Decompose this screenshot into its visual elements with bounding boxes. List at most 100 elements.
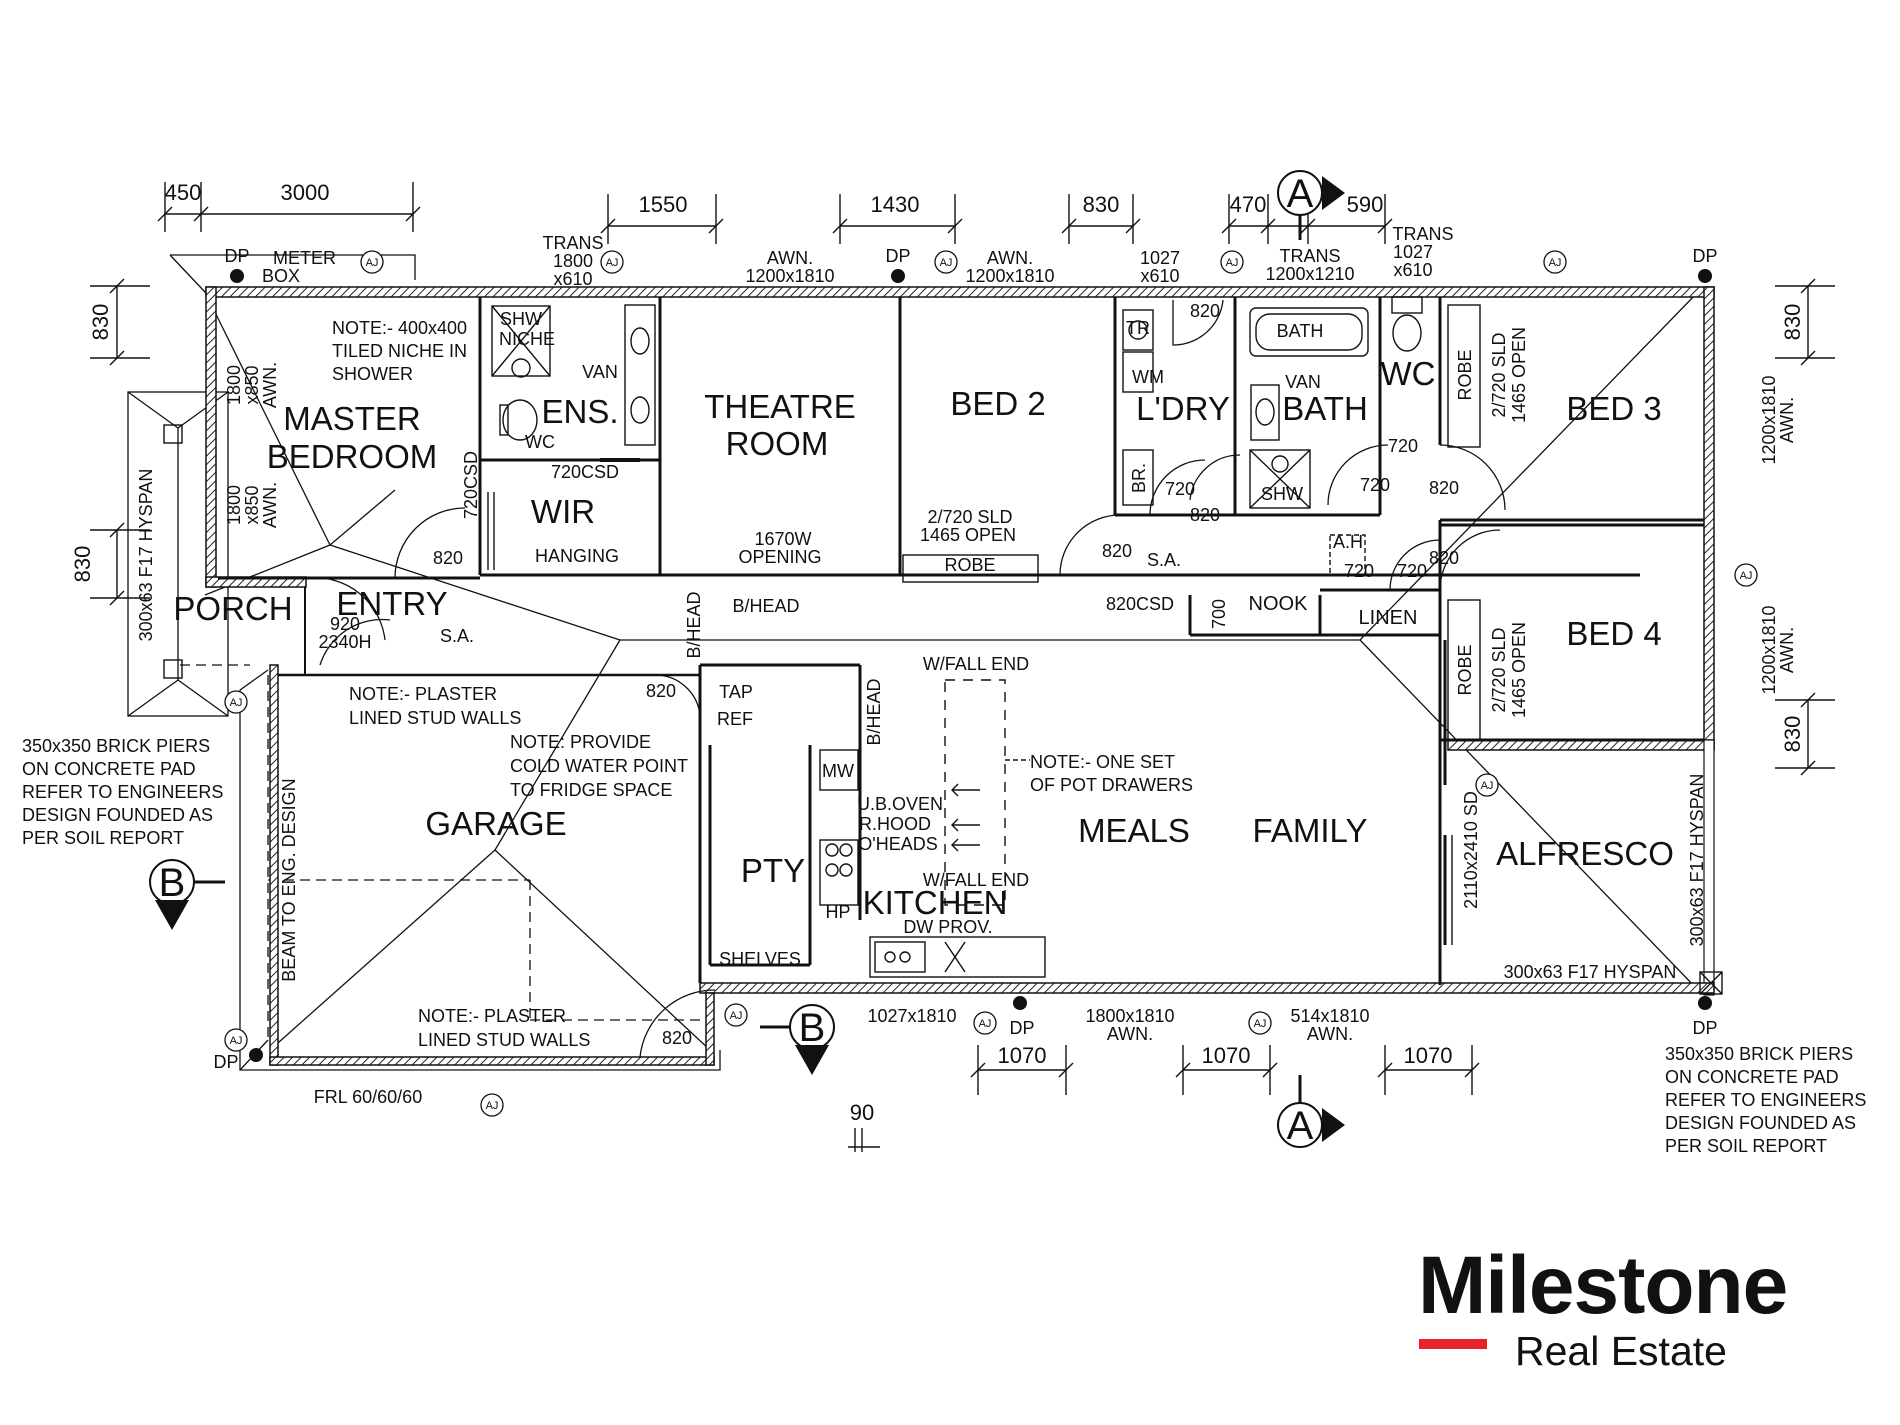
section-b-left-label: B <box>159 861 186 905</box>
aj-label: AJ <box>1549 257 1562 269</box>
fixture-labels: SHW NICHE VAN WC 720CSD HANGING 720CSD 1… <box>136 301 1707 1107</box>
section-markers: A A B B <box>149 170 1345 1148</box>
beam-label: BEAM TO ENG. DESIGN <box>279 778 299 981</box>
shower-niche-label: SHW <box>500 309 542 329</box>
air-handler-label: A.H <box>1333 532 1363 552</box>
aj-label: AJ <box>1481 780 1494 792</box>
logo-accent-bar <box>1419 1339 1487 1349</box>
window-1800-bottom: 1800x1810 <box>1085 1006 1174 1026</box>
opening-label: OPENING <box>738 547 821 567</box>
bathtub-label: BATH <box>1277 321 1324 341</box>
hotplate-label: HP <box>825 902 850 922</box>
window-trans-1027: TRANS <box>1392 224 1453 244</box>
aj-label: AJ <box>1226 257 1239 269</box>
section-b-right: B <box>760 1004 835 1075</box>
room-nook: NOOK <box>1249 593 1309 615</box>
aj-label: AJ <box>979 1018 992 1030</box>
aj-label: AJ <box>230 697 243 709</box>
door-label: 720CSD <box>461 451 481 519</box>
dp-label: DP <box>1692 1018 1717 1038</box>
window-trans-1027: x610 <box>1393 260 1432 280</box>
aj-label: AJ <box>606 257 619 269</box>
room-linen: LINEN <box>1359 607 1418 629</box>
note-plaster-1: NOTE:- PLASTER <box>349 684 497 704</box>
section-a-top-label: A <box>1287 172 1314 216</box>
door-label: 720 <box>1397 561 1427 581</box>
microwave-label: MW <box>822 761 854 781</box>
window-1027: x610 <box>1140 266 1179 286</box>
room-garage: GARAGE <box>425 805 566 842</box>
section-b-right-label: B <box>799 1006 826 1050</box>
dp-label: DP <box>885 246 910 266</box>
note-brick-piers-left: ON CONCRETE PAD <box>22 759 196 779</box>
washing-machine-label: WM <box>1132 367 1164 387</box>
note-fridge: TO FRIDGE SPACE <box>510 780 672 800</box>
entry-door-label: 920 <box>330 614 360 634</box>
room-wc: WC <box>1381 355 1436 392</box>
note-plaster-2: NOTE:- PLASTER <box>418 1006 566 1026</box>
sliding-door-label: 2110x2410 SD <box>1461 791 1481 909</box>
window-awn-2: AWN. <box>987 248 1033 268</box>
section-a-top: A <box>1277 170 1345 240</box>
dp-label: DP <box>213 1052 238 1072</box>
window-labels: METER BOX TRANS 1800 x610 AWN. 1200x1810… <box>224 224 1797 1044</box>
window-bed4-awn: AWN. <box>1777 627 1797 673</box>
shower-label: SHW <box>1261 484 1303 504</box>
window-master-2: x850 <box>242 485 262 524</box>
vanity-label: VAN <box>582 362 618 382</box>
window-master-2: 1800 <box>224 485 244 525</box>
sliding-robe-label: 1465 OPEN <box>1509 622 1529 718</box>
note-pot-drawers: OF POT DRAWERS <box>1030 775 1193 795</box>
dim-830-left-top: 830 <box>88 304 113 341</box>
hyspan-label: 300x63 F17 HYSPAN <box>136 469 156 642</box>
hyspan-label: 300x63 F17 HYSPAN <box>1687 774 1707 947</box>
fixture-symbols <box>163 296 1723 995</box>
dp-label: DP <box>224 246 249 266</box>
note-brick-piers-left: REFER TO ENGINEERS <box>22 782 223 802</box>
aj-label: AJ <box>366 257 379 269</box>
dim-1430: 1430 <box>871 192 920 217</box>
window-514-bottom: AWN. <box>1307 1024 1353 1044</box>
vanity-label: VAN <box>1285 372 1321 392</box>
note-brick-piers-right: DESIGN FOUNDED AS <box>1665 1113 1856 1133</box>
milestone-logo: Milestone Real Estate <box>1418 1245 1848 1374</box>
dim-1070-b: 1070 <box>1202 1043 1251 1068</box>
robe-label: ROBE <box>1455 349 1475 400</box>
window-bed4-awn: 1200x1810 <box>1759 605 1779 694</box>
room-kitchen: KITCHEN <box>863 884 1008 921</box>
window-514-bottom: 514x1810 <box>1290 1006 1369 1026</box>
room-family: FAMILY <box>1253 812 1368 849</box>
section-a-bottom-label: A <box>1287 1104 1314 1148</box>
window-1027: 1027 <box>1140 248 1180 268</box>
window-trans-1800: x610 <box>553 269 592 289</box>
opening-label: 1670W <box>754 529 811 549</box>
aj-label: AJ <box>940 257 953 269</box>
door-label: 820 <box>1190 301 1220 321</box>
shower-niche-label: NICHE <box>499 329 555 349</box>
dim-830-top: 830 <box>1083 192 1120 217</box>
dimension-text: 450 3000 1550 1430 830 470 590 830 830 8… <box>70 180 1805 1125</box>
door-label: 820 <box>662 1028 692 1048</box>
note-fridge: COLD WATER POINT <box>510 756 688 776</box>
sliding-robe-label: 2/720 SLD <box>1489 627 1509 712</box>
tub-rack-label: TR <box>1126 318 1150 338</box>
door-label: 720 <box>1388 436 1418 456</box>
aj-label: AJ <box>1254 1018 1267 1030</box>
dimension-lines <box>90 182 1835 1152</box>
aj-label: AJ <box>730 1010 743 1022</box>
dim-830-left-mid: 830 <box>70 546 95 583</box>
door-label: 700 <box>1209 599 1229 629</box>
smoke-alarm-label: S.A. <box>440 626 474 646</box>
room-alfresco: ALFRESCO <box>1496 835 1674 872</box>
room-ensuite: ENS. <box>541 393 618 430</box>
dim-3000: 3000 <box>281 180 330 205</box>
room-wir: WIR <box>531 493 595 530</box>
note-plaster-2: LINED STUD WALLS <box>418 1030 590 1050</box>
dim-830-right-bottom: 830 <box>1780 716 1805 753</box>
dp-label: DP <box>1009 1018 1034 1038</box>
sliding-robe-label: 1465 OPEN <box>1509 327 1529 423</box>
door-label: 820 <box>433 548 463 568</box>
note-brick-piers-right: ON CONCRETE PAD <box>1665 1067 1839 1087</box>
room-bed-2: BED 2 <box>950 385 1045 422</box>
room-bed-4: BED 4 <box>1566 615 1661 652</box>
